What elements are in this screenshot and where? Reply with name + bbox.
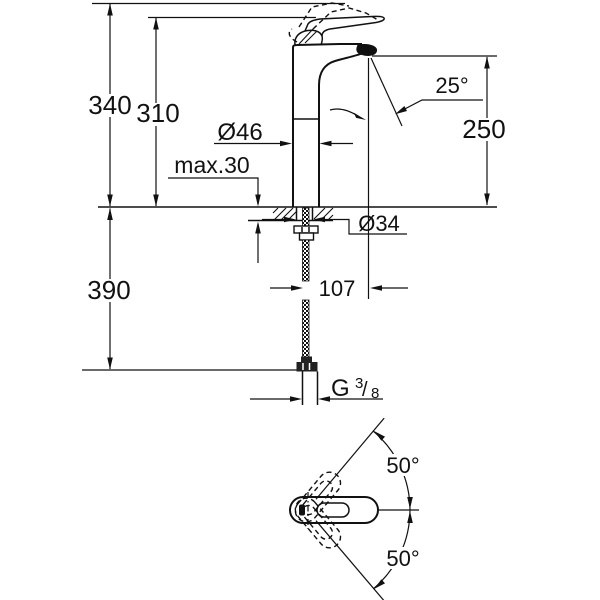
dimension-spout-angle: 25° [395, 73, 483, 115]
stream-angle-line [370, 57, 403, 127]
stream-leader-arrow [353, 112, 366, 120]
dimension-spout-reach: 107 [270, 276, 408, 301]
dimension-hole-diameter: Ø34 [262, 211, 407, 236]
swivel-line-lower [315, 520, 385, 600]
dimension-deck-thickness: max.30 [168, 152, 261, 263]
label-outlet-height: 250 [462, 114, 505, 144]
label-spout-top-height: 310 [136, 98, 179, 128]
label-thread-numerator: 3 [355, 375, 363, 392]
faucet-body [292, 43, 378, 207]
label-swivel-lower: 50° [386, 546, 419, 571]
deck-hole-edges [295, 207, 314, 221]
dimension-spout-top-height: 310 [133, 17, 183, 207]
top-view-body-outline [289, 496, 379, 524]
connection-tube [301, 371, 319, 405]
dimension-outlet-height: 250 [459, 56, 509, 206]
label-deck-thickness: max.30 [174, 152, 249, 178]
lever-raised-dashed [288, 2, 379, 43]
hose-fitting-top [301, 356, 312, 363]
label-spout-angle: 25° [435, 73, 468, 98]
washer-flange [293, 225, 319, 234]
label-swivel-upper: 50° [386, 453, 419, 478]
hose-fitting-nut [296, 362, 318, 372]
top-view-spout-outlet [316, 502, 350, 518]
dimension-swivel-lower: 50° [372, 509, 423, 590]
label-spout-reach: 107 [319, 276, 356, 301]
faucet-lever [294, 15, 385, 46]
spout-underside [318, 52, 364, 207]
dimension-total-height: 340 [85, 3, 135, 207]
flex-hose-lower [302, 299, 310, 358]
front-view: 340 310 max.30 Ø46 [82, 2, 509, 405]
label-hose-length: 390 [87, 275, 130, 305]
flex-hose-upper [302, 239, 310, 282]
swivel-line-upper [315, 417, 385, 500]
label-thread-slash: / [362, 379, 368, 401]
spout-outlet [356, 44, 378, 56]
top-view: 50° 50° [289, 417, 423, 600]
label-body-diameter: Ø46 [217, 119, 262, 146]
stream-leader [329, 108, 359, 117]
dimension-swivel-upper: 50° [372, 430, 423, 511]
mounting-nut [298, 232, 315, 241]
dimension-thread-size: G 3 / 8 [250, 375, 383, 402]
reference-lines [82, 2, 497, 371]
threaded-shank [302, 207, 310, 227]
supply-hose-assembly [293, 207, 319, 405]
dimension-hose-length: 390 [84, 208, 134, 370]
dimension-body-diameter: Ø46 [214, 119, 353, 147]
label-thread-denominator: 8 [371, 385, 379, 402]
label-total-height: 340 [88, 90, 131, 120]
label-thread-g: G [331, 375, 350, 402]
label-hole-diameter: Ø34 [358, 211, 400, 236]
